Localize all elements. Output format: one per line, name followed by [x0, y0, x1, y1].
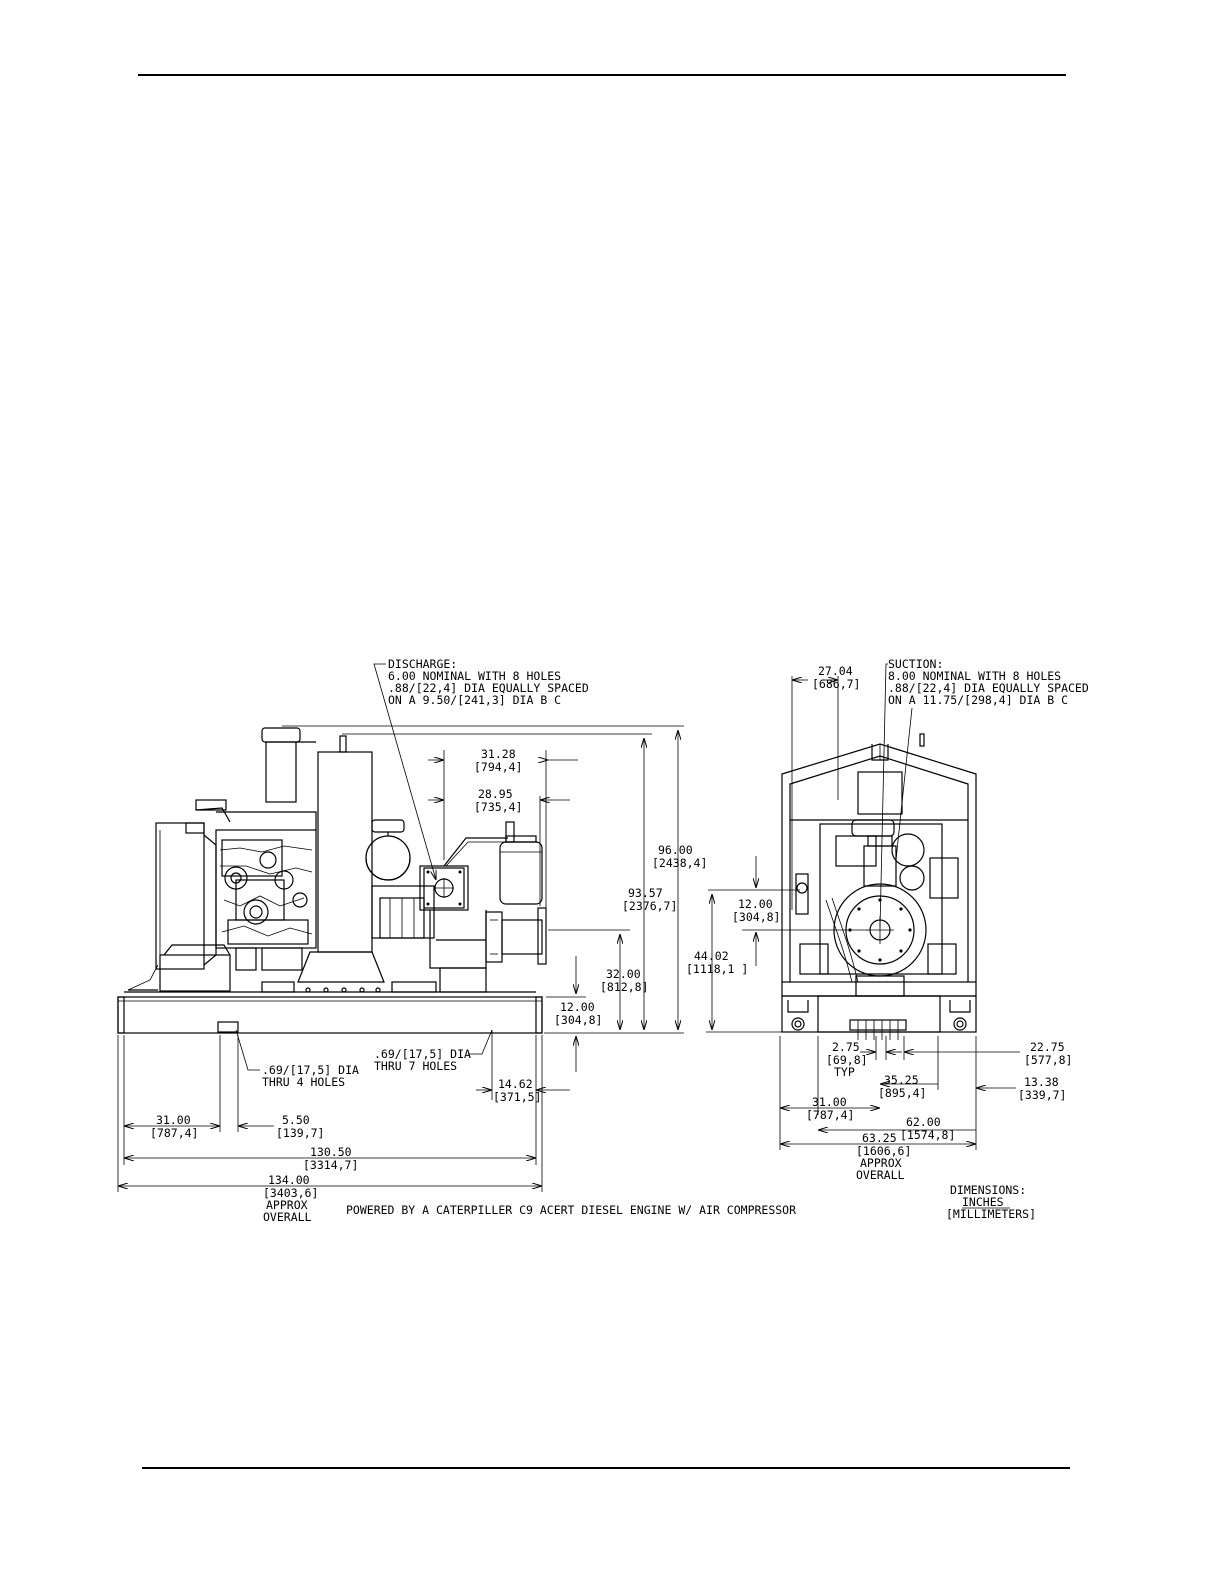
dim-27-04-mm: [686,7] [812, 677, 860, 691]
dim-5-50-in: 5.50 [282, 1113, 310, 1127]
holes7-line1: .69/[17,5] DIA [374, 1047, 471, 1061]
dim-end-31-00-mm: [787,4] [806, 1108, 854, 1122]
dim-27-04-in: 27.04 [818, 664, 853, 678]
side-view [117, 663, 684, 1192]
dim-end-12-00-in: 12.00 [738, 897, 773, 911]
dim-63-25-approx: APPROX [860, 1156, 902, 1170]
units-legend: DIMENSIONS: INCHES [MILLIMETERS] [946, 1183, 1036, 1221]
units-title: DIMENSIONS: [950, 1183, 1026, 1197]
dim-63-25-mm: [1606,6] [856, 1144, 911, 1158]
dim-13-38-mm: [339,7] [1018, 1088, 1066, 1102]
end-dim-labels: 27.04 [686,7] 12.00 [304,8] 44.02 [1118,… [686, 664, 1072, 1182]
dim-93-57-in: 93.57 [628, 886, 663, 900]
dim-31-00-in: 31.00 [156, 1113, 191, 1127]
dim-32-00-in: 32.00 [606, 967, 641, 981]
dim-44-02-mm: [1118,1 ] [686, 962, 748, 976]
dim-13-38-in: 13.38 [1024, 1075, 1059, 1089]
suction-line2: .88/[22,4] DIA EQUALLY SPACED [888, 681, 1089, 695]
units-millimeters: [MILLIMETERS] [946, 1207, 1036, 1221]
dim-28-95-in: 28.95 [478, 787, 513, 801]
dim-14-62-in: 14.62 [498, 1077, 533, 1091]
dim-44-02-in: 44.02 [694, 949, 729, 963]
dim-end-12-00-mm: [304,8] [732, 910, 780, 924]
dim-62-00-mm: [1574,8] [900, 1128, 955, 1142]
suction-callout: SUCTION: 8.00 NOMINAL WITH 8 HOLES .88/[… [888, 657, 1089, 707]
dim-35-25-in: 35.25 [884, 1073, 919, 1087]
dim-12-00-mm: [304,8] [554, 1013, 602, 1027]
suction-line3: ON A 11.75/[298,4] DIA B C [888, 693, 1068, 707]
dim-22-75-mm: [577,8] [1024, 1053, 1072, 1067]
dim-63-25-in: 63.25 [862, 1131, 897, 1145]
dim-130-50-in: 130.50 [310, 1145, 352, 1159]
dim-35-25-mm: [895,4] [878, 1086, 926, 1100]
dim-62-00-in: 62.00 [906, 1115, 941, 1129]
discharge-line1: 6.00 NOMINAL WITH 8 HOLES [388, 669, 561, 683]
dim-32-00-mm: [812,8] [600, 980, 648, 994]
footer-rule [142, 1467, 1070, 1469]
end-view [706, 663, 1020, 1150]
dim-2-75-typ: TYP [834, 1065, 855, 1079]
dim-63-25-overall: OVERALL [856, 1168, 905, 1182]
dim-134-00-mm: [3403,6] [263, 1186, 318, 1200]
dim-28-95-mm: [735,4] [474, 800, 522, 814]
holes4-line1: .69/[17,5] DIA [262, 1063, 359, 1077]
dim-31-28-mm: [794,4] [474, 760, 522, 774]
dim-31-00-mm: [787,4] [150, 1126, 198, 1140]
dim-2-75-mm: [69,8] [826, 1053, 868, 1067]
discharge-callout: DISCHARGE: 6.00 NOMINAL WITH 8 HOLES .88… [388, 657, 589, 707]
suction-title: SUCTION: [888, 657, 943, 671]
dim-5-50-mm: [139,7] [276, 1126, 324, 1140]
dim-96-00-in: 96.00 [658, 843, 693, 857]
units-inches: INCHES [962, 1195, 1004, 1209]
side-dim-labels: 31.28 [794,4] 28.95 [735,4] 96.00 [2438,… [150, 747, 707, 1224]
dim-12-00-in: 12.00 [560, 1000, 595, 1014]
dim-134-00-in: 134.00 [268, 1173, 310, 1187]
discharge-title: DISCHARGE: [388, 657, 457, 671]
discharge-line2: .88/[22,4] DIA EQUALLY SPACED [388, 681, 589, 695]
holes7-line2: THRU 7 HOLES [374, 1059, 457, 1073]
engine-block [195, 799, 317, 971]
dim-130-50-mm: [3314,7] [303, 1158, 358, 1172]
dim-134-00-overall: OVERALL [263, 1210, 312, 1224]
suction-line1: 8.00 NOMINAL WITH 8 HOLES [888, 669, 1061, 683]
dim-14-62-mm: [371,5] [493, 1090, 541, 1104]
dim-134-00-approx: APPROX [266, 1198, 308, 1212]
holes4-line2: THRU 4 HOLES [262, 1075, 345, 1089]
discharge-line3: ON A 9.50/[241,3] DIA B C [388, 693, 561, 707]
dim-2-75-in: 2.75 [832, 1040, 860, 1054]
drawing-caption: POWERED BY A CATERPILLER C9 ACERT DIESEL… [346, 1203, 796, 1217]
dim-22-75-in: 22.75 [1030, 1040, 1065, 1054]
dim-31-28-in: 31.28 [481, 747, 516, 761]
dim-96-00-mm: [2438,4] [652, 856, 707, 870]
dim-end-31-00-in: 31.00 [812, 1095, 847, 1109]
dim-93-57-mm: [2376,7] [622, 899, 677, 913]
header-rule [138, 74, 1066, 76]
